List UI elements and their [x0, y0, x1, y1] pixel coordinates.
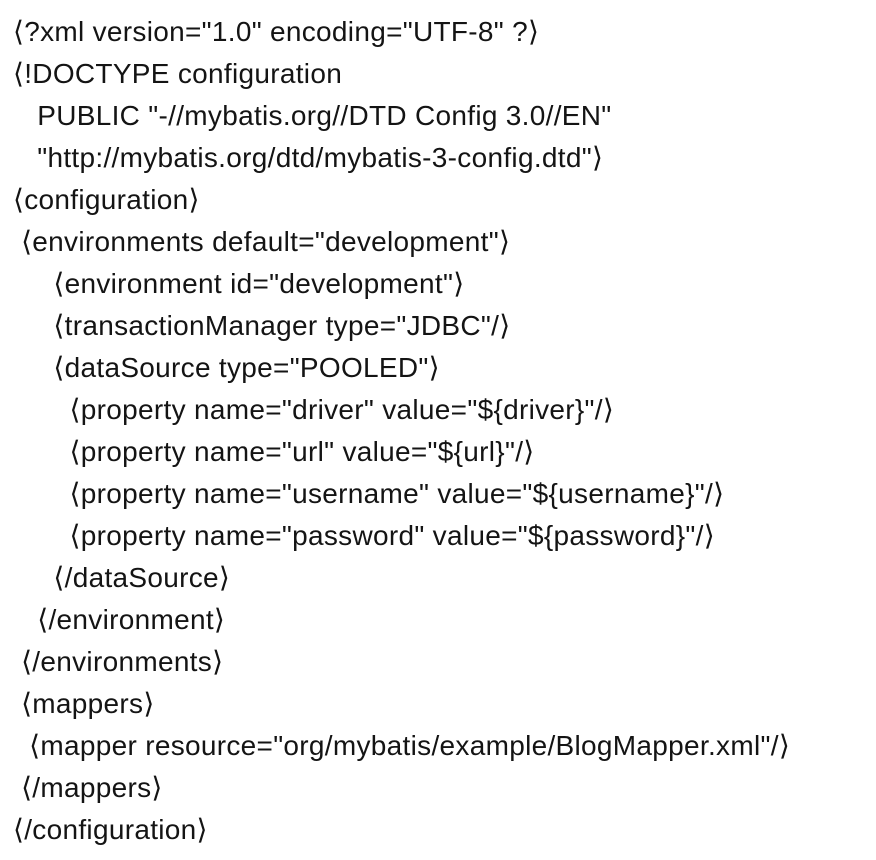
- code-line: ⟨/dataSource⟩: [13, 562, 231, 593]
- code-line: ⟨/mappers⟩: [13, 772, 163, 803]
- code-line: "http://mybatis.org/dtd/mybatis-3-config…: [13, 142, 604, 173]
- code-line: ⟨property name="password" value="${passw…: [13, 520, 715, 551]
- code-line: ⟨environments default="development"⟩: [13, 226, 511, 257]
- code-line: ⟨/configuration⟩: [13, 814, 208, 845]
- code-line: ⟨mappers⟩: [13, 688, 155, 719]
- code-line: ⟨property name="driver" value="${driver}…: [13, 394, 615, 425]
- code-line: ⟨!DOCTYPE configuration: [13, 58, 343, 89]
- code-line: ⟨configuration⟩: [13, 184, 200, 215]
- code-line: ⟨/environments⟩: [13, 646, 224, 677]
- code-line: ⟨transactionManager type="JDBC"/⟩: [13, 310, 511, 341]
- code-line: ⟨property name="url" value="${url}"/⟩: [13, 436, 535, 467]
- code-line: ⟨dataSource type="POOLED"⟩: [13, 352, 440, 383]
- code-line: ⟨/environment⟩: [13, 604, 226, 635]
- code-line: ⟨property name="username" value="${usern…: [13, 478, 725, 509]
- code-line: PUBLIC "-//mybatis.org//DTD Config 3.0//…: [13, 100, 612, 131]
- code-line: ⟨environment id="development"⟩: [13, 268, 465, 299]
- code-line: ⟨mapper resource="org/mybatis/example/Bl…: [13, 730, 791, 761]
- code-line: ⟨?xml version="1.0" encoding="UTF-8" ?⟩: [13, 16, 540, 47]
